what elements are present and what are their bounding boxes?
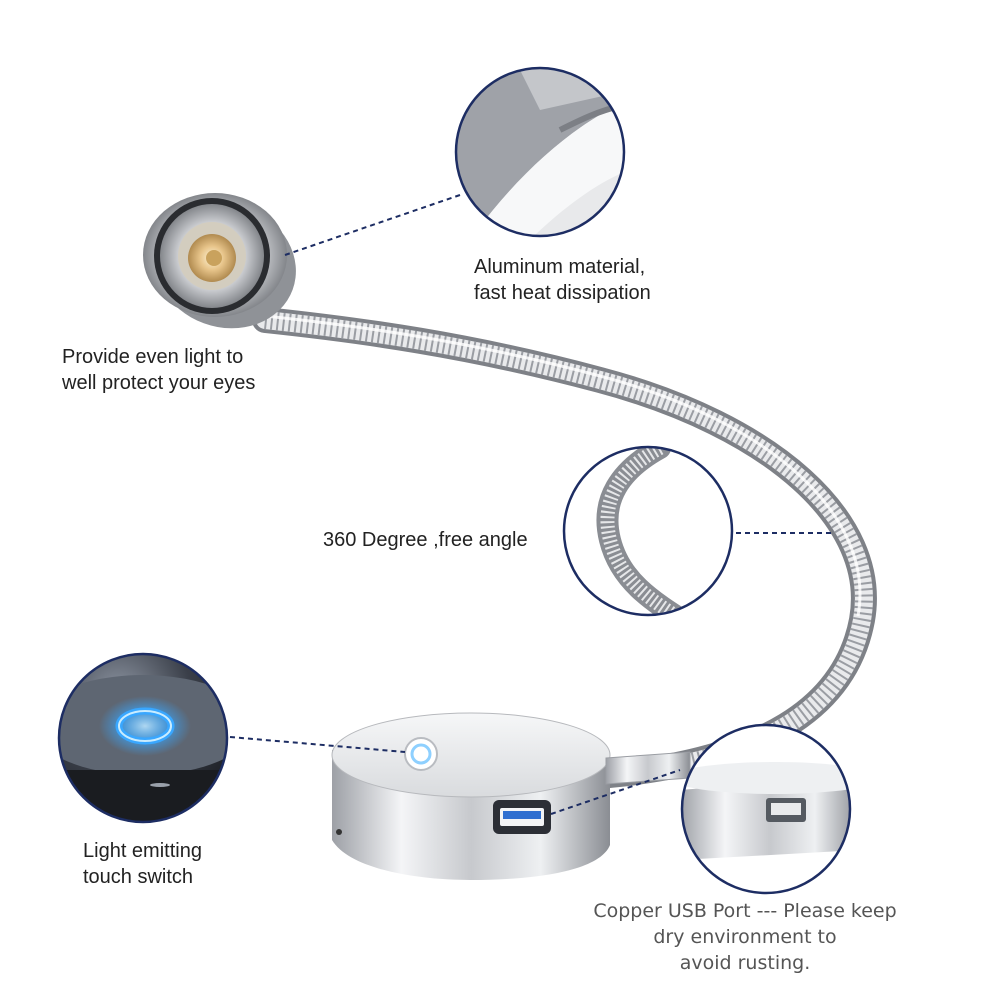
zoom-aluminum [454,66,626,238]
lamp-base [331,712,691,880]
caption-lamp-head: Provide even light to well protect your … [62,344,255,396]
caption-gooseneck: 360 Degree ,free angle [323,527,528,553]
caption-aluminum-line2: fast heat dissipation [474,282,651,304]
caption-aluminum-line1: Aluminum material, [474,256,646,278]
zoom-touch-switch [57,652,229,824]
lamp-head [143,193,296,329]
caption-lamp-head-line1: Provide even light to [62,346,244,368]
caption-usb-port-line2: dry environment to [653,926,837,948]
caption-touch-switch-line2: touch switch [83,866,194,888]
caption-usb-port: Copper USB Port --- Please keep dry envi… [585,898,905,976]
gooseneck-arm [252,307,877,788]
caption-touch-switch-line1: Light emitting [83,840,202,862]
caption-usb-port-line3: avoid rusting. [679,952,811,974]
caption-gooseneck-line1: 360 Degree ,free angle [323,529,528,551]
caption-touch-switch: Light emitting touch switch [83,838,202,890]
zoom-gooseneck [562,445,734,617]
caption-aluminum: Aluminum material, fast heat dissipation [474,254,651,306]
caption-lamp-head-line2: well protect your eyes [62,372,256,394]
leader-lines [229,194,832,815]
zoom-usb-port [680,723,852,895]
caption-usb-port-line1: Copper USB Port --- Please keep [593,900,897,922]
